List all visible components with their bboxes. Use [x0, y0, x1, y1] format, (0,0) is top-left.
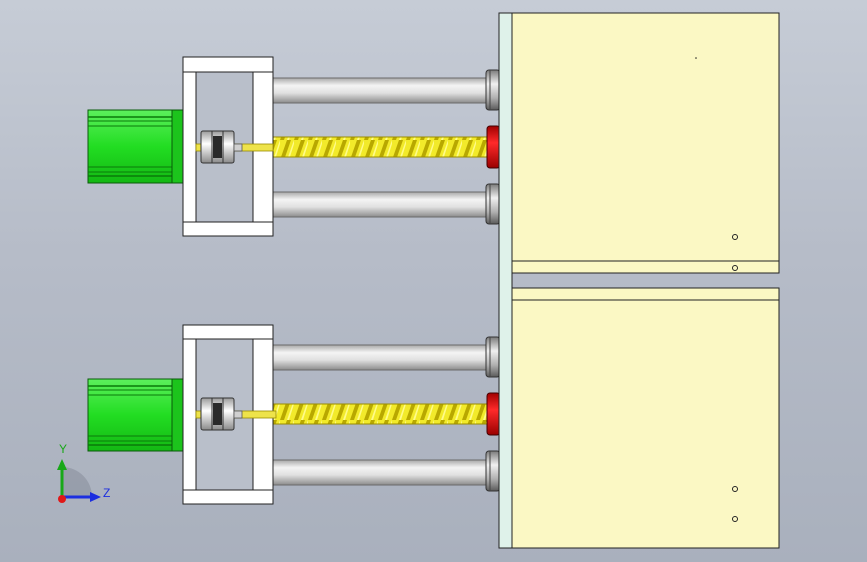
- upper-assembly[interactable]: [87, 56, 501, 237]
- mounting-hole: [732, 265, 738, 271]
- upper-carriage-plate[interactable]: [511, 12, 780, 274]
- rod-collar: [485, 183, 501, 225]
- lower-assembly[interactable]: [87, 324, 501, 505]
- mounting-hole: [732, 486, 738, 492]
- nut-flange[interactable]: [486, 392, 501, 436]
- triad-y-label: Y: [59, 442, 68, 456]
- shaft-coupling[interactable]: [200, 130, 243, 164]
- guide-rod[interactable]: [271, 77, 489, 104]
- guide-rod[interactable]: [271, 459, 489, 486]
- guide-rod[interactable]: [271, 191, 489, 218]
- lead-screw[interactable]: [272, 136, 491, 158]
- rod-collar: [485, 336, 501, 378]
- shaft-coupling[interactable]: [200, 397, 243, 431]
- stepper-motor[interactable]: [87, 109, 184, 184]
- nut-flange[interactable]: [486, 125, 501, 169]
- mounting-hole: [732, 516, 738, 522]
- mounting-hole: [732, 234, 738, 240]
- axis-triad: [57, 459, 101, 503]
- z-arrowhead-icon: [90, 492, 101, 502]
- mark-dot: [695, 57, 697, 59]
- y-arrowhead-icon: [57, 459, 67, 470]
- x-axis-dot: [58, 495, 66, 503]
- stepper-motor[interactable]: [87, 378, 184, 452]
- rod-collar: [485, 69, 501, 111]
- guide-rod[interactable]: [271, 344, 489, 371]
- lower-carriage-plate[interactable]: [511, 287, 780, 549]
- vertical-mounting-plate[interactable]: [498, 12, 513, 549]
- rod-collar: [485, 450, 501, 492]
- lead-screw[interactable]: [272, 403, 491, 425]
- triad-z-label: Z: [103, 486, 111, 500]
